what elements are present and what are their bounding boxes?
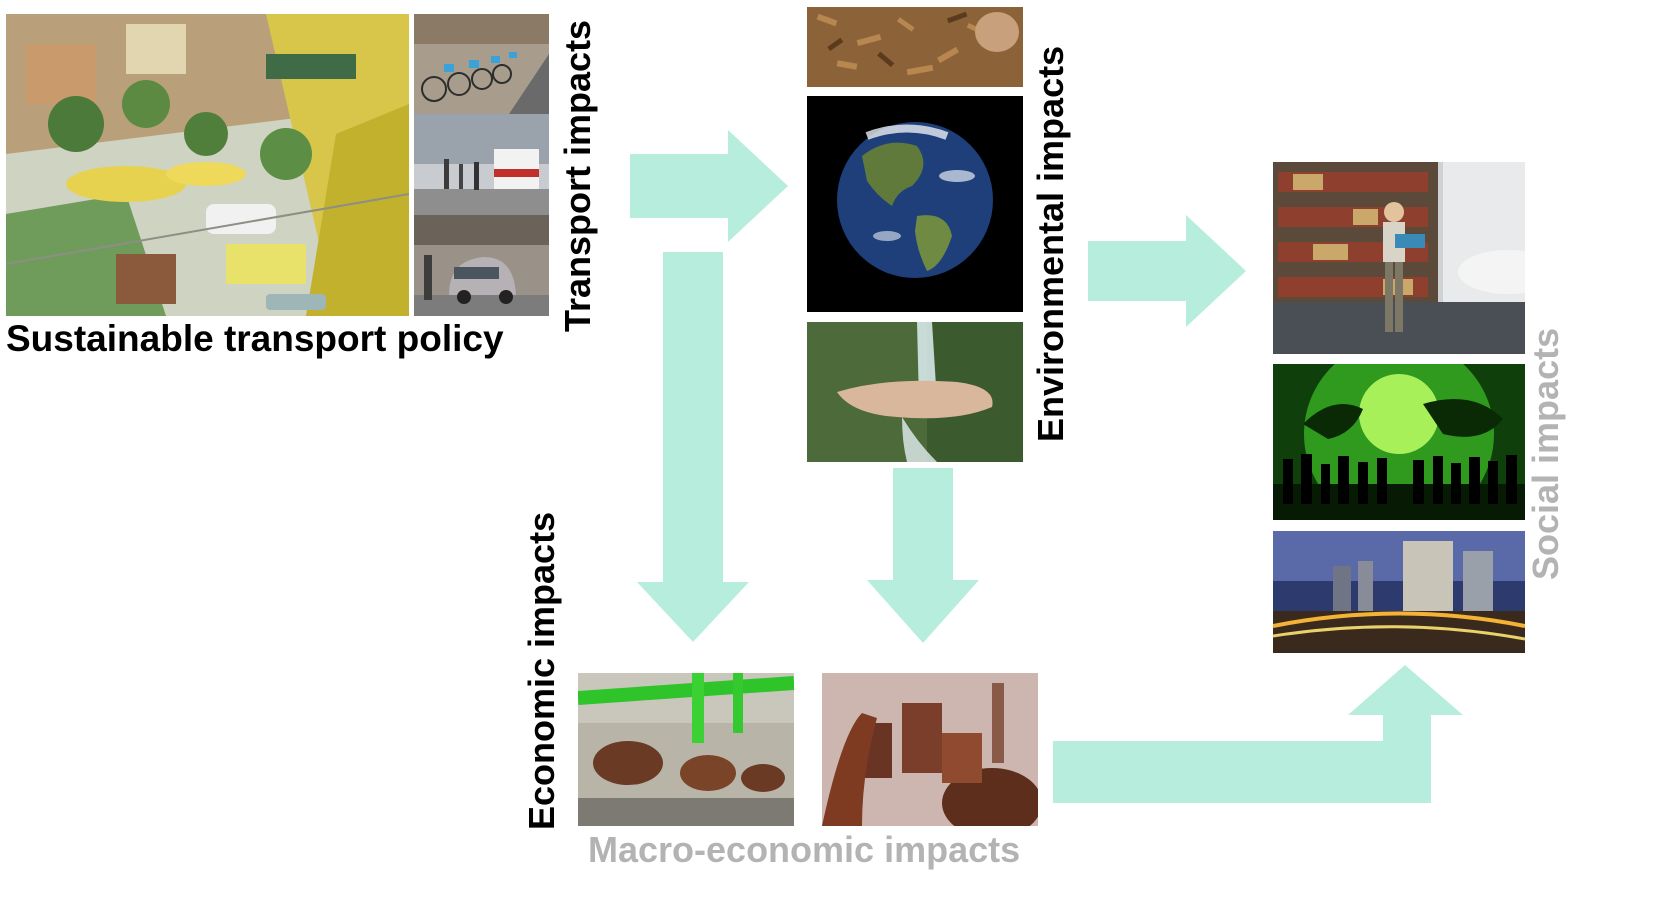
arrow-transport-to-environment bbox=[630, 130, 788, 242]
city-night-image bbox=[1273, 531, 1525, 653]
steel-plant-image bbox=[822, 673, 1038, 826]
city-painting-image bbox=[6, 14, 409, 316]
macro-economic-impacts-label: Macro-economic impacts bbox=[588, 829, 1021, 870]
environmental-impacts-label: Environmental impacts bbox=[1030, 45, 1071, 442]
arrow-environment-to-social bbox=[1088, 215, 1246, 327]
policy-title: Sustainable transport policy bbox=[6, 318, 504, 359]
arrow-macro-to-social bbox=[1053, 665, 1465, 803]
transport-impacts-label: Transport impacts bbox=[557, 19, 598, 332]
earth-image bbox=[807, 96, 1023, 312]
bike-share-image bbox=[414, 14, 549, 114]
library-child-image bbox=[1273, 162, 1525, 354]
wood-chips-image bbox=[807, 7, 1023, 87]
green-globe-crowd-image bbox=[1273, 364, 1525, 520]
social-impacts-label: Social impacts bbox=[1525, 327, 1566, 580]
economic-impacts-label: Economic impacts bbox=[521, 511, 562, 830]
industrial-pipes-image bbox=[578, 673, 794, 826]
arrow-environment-to-macro bbox=[867, 468, 979, 643]
water-hand-image bbox=[807, 322, 1023, 462]
electric-car-image bbox=[414, 215, 549, 316]
bus-street-image bbox=[414, 114, 549, 215]
arrow-shape bbox=[630, 130, 788, 242]
arrow-transport-to-economic bbox=[637, 252, 749, 642]
